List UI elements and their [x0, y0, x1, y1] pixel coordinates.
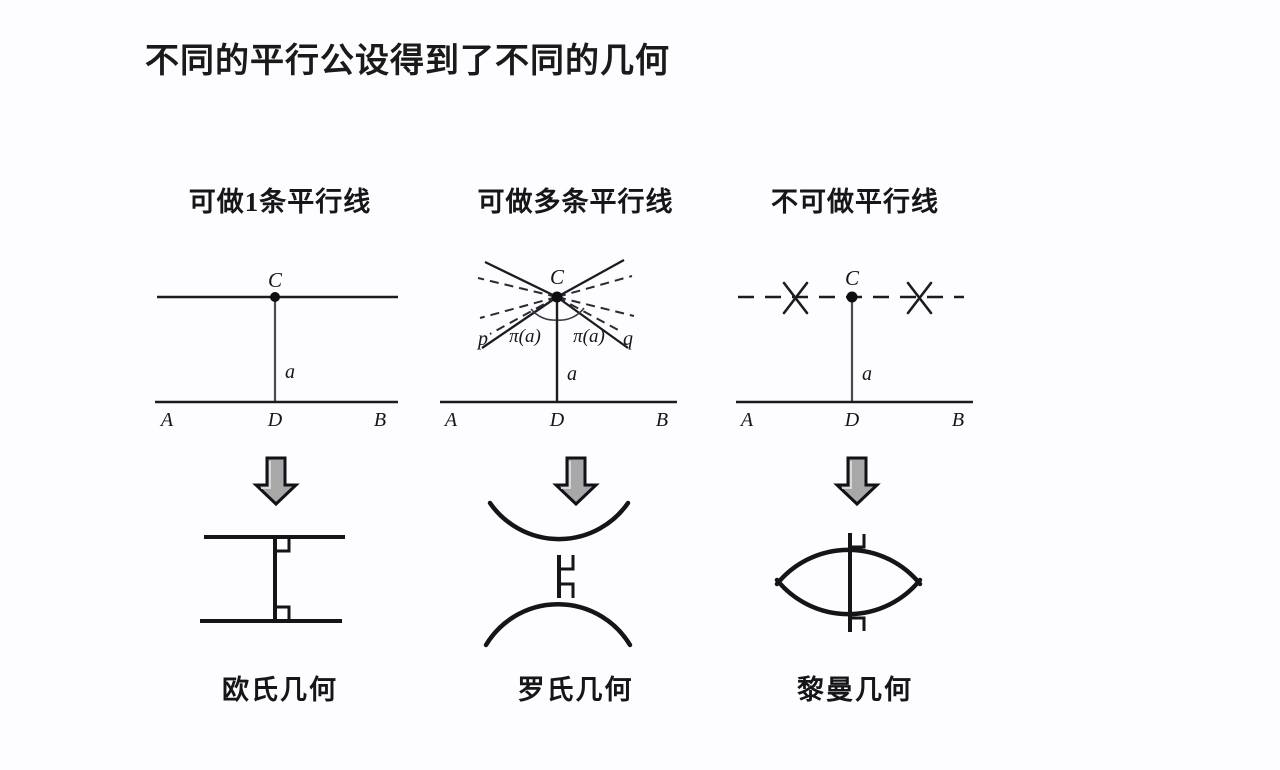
bottom-diverging-arc [483, 602, 633, 648]
diagram-hyperbolic-diverging-arcs [478, 495, 658, 650]
down-arrow-icon [833, 456, 881, 507]
label-point-b: B [374, 409, 386, 431]
label-point-c: C [550, 265, 565, 289]
label-segment-a: a [862, 363, 872, 385]
angle-arc-left [530, 308, 558, 321]
label-ray-q: q [623, 328, 633, 350]
label-point-b: B [952, 409, 964, 431]
point-c-dot [551, 291, 563, 303]
point-c-dot [846, 291, 858, 303]
right-angle-mark-bottom [850, 616, 866, 631]
cross-out-mark-right [906, 281, 933, 315]
point-c-dot [270, 292, 280, 302]
diagram-hyperbolic-parallel-fan: C p q π(a) π(a) a A D B [432, 250, 692, 440]
down-arrow-icon [252, 456, 300, 507]
arrow-euclidean [252, 455, 300, 512]
arrow-highlight [842, 461, 852, 489]
arrow-lobachevskian [552, 455, 600, 512]
right-angle-mark-bottom [275, 605, 291, 621]
column-footer-riemannian: 黎曼几何 [797, 675, 913, 705]
diagram-flat-parallel-lines [190, 505, 365, 645]
arrow-riemannian [833, 455, 881, 512]
diagram-no-parallel-crossed-out: C a A D B [728, 250, 993, 440]
label-angle-left: π(a) [509, 326, 541, 347]
right-angle-mark-top [275, 537, 291, 553]
label-point-a: A [739, 409, 754, 431]
column-footer-lobachevskian: 罗氏几何 [517, 675, 634, 705]
diagram-euclid-parallel-postulate: C a A D B [140, 250, 430, 440]
arrow-highlight [561, 461, 571, 489]
label-point-c: C [845, 266, 860, 290]
right-angle-mark-top [559, 555, 575, 571]
label-segment-a: a [567, 363, 577, 385]
label-point-d: D [549, 409, 565, 431]
label-point-a: A [159, 409, 174, 431]
ultraparallel-dashed-rays [477, 275, 635, 335]
label-point-d: D [267, 409, 283, 431]
column-header-lobachevskian: 可做多条平行线 [477, 187, 674, 217]
label-point-a: A [443, 409, 458, 431]
cross-out-mark-left [782, 281, 809, 315]
label-point-b: B [656, 409, 668, 431]
column-header-euclidean: 可做1条平行线 [188, 187, 372, 217]
right-angle-mark-bottom [559, 582, 575, 598]
label-segment-a: a [285, 361, 295, 383]
arrow-highlight [261, 461, 271, 489]
page-title: 不同的平行公设得到了不同的几何 [145, 42, 670, 80]
top-diverging-arc [487, 500, 631, 542]
label-point-d: D [844, 409, 860, 431]
column-footer-euclidean: 欧氏几何 [222, 675, 338, 705]
angle-arc-right [556, 307, 585, 321]
right-angle-mark-top [850, 534, 866, 549]
diagram-elliptic-converging-arcs [765, 522, 935, 642]
column-header-riemannian: 不可做平行线 [771, 187, 939, 217]
label-angle-right: π(a) [573, 326, 605, 347]
down-arrow-icon [552, 456, 600, 507]
label-ray-p: p [476, 328, 488, 350]
limiting-parallel-rays [481, 258, 629, 349]
label-point-c: C [268, 268, 283, 292]
